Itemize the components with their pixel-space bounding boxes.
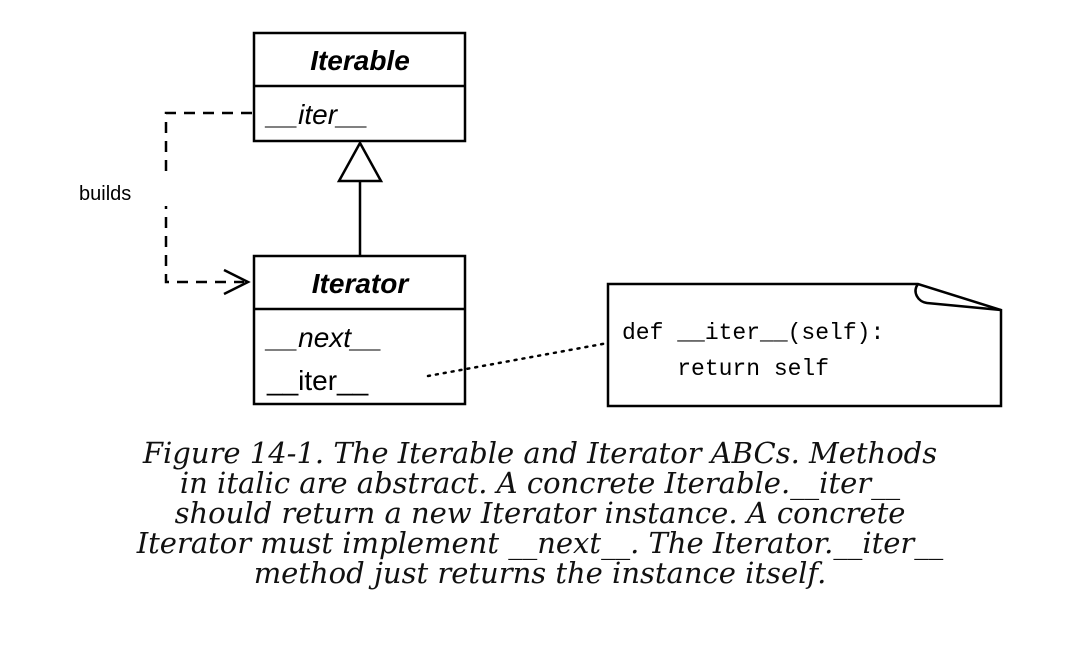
- builds-dependency-arrow: builds: [68, 111, 252, 296]
- caption-line-2: in italic are abstract. A concrete Itera…: [179, 466, 901, 500]
- note-code-line-1: def __iter__(self):: [622, 320, 884, 346]
- figure-caption: Figure 14-1. The Iterable and Iterator A…: [60, 438, 1020, 588]
- iterator-class: Iterator __next__ __iter__: [252, 254, 467, 406]
- iterator-class-box: [252, 254, 467, 406]
- builds-arrowhead: [223, 268, 251, 296]
- inheritance-arrow: [336, 140, 384, 256]
- inheritance-triangle-head: [336, 140, 384, 183]
- iterable-iter-method: __iter__: [264, 99, 368, 130]
- note-fold-icon: [914, 283, 1002, 312]
- note-code-line-2: return self: [622, 356, 829, 382]
- builds-label: builds: [79, 183, 131, 205]
- iterable-class: Iterable __iter__: [252, 31, 467, 143]
- iterable-class-name: Iterable: [310, 45, 410, 76]
- note-box: def __iter__(self): return self: [606, 282, 1003, 408]
- note-connector: [426, 341, 610, 378]
- caption-line-4: Iterator must implement __next__. The It…: [136, 526, 944, 560]
- iterator-class-name: Iterator: [312, 268, 411, 299]
- iterator-next-method: __next__: [264, 322, 382, 353]
- builds-dashed-line: [164, 111, 252, 284]
- caption-line-5: method just returns the instance itself.: [253, 556, 827, 590]
- caption-line-1: Figure 14-1. The Iterable and Iterator A…: [142, 436, 938, 470]
- uml-class-diagram: Iterable __iter__ builds Iterator __next…: [68, 31, 1003, 408]
- builds-label-background: [68, 176, 168, 206]
- iterator-iter-method: __iter__: [266, 365, 369, 396]
- caption-line-3: should return a new Iterator instance. A…: [174, 496, 906, 530]
- note-outline: [606, 282, 1003, 408]
